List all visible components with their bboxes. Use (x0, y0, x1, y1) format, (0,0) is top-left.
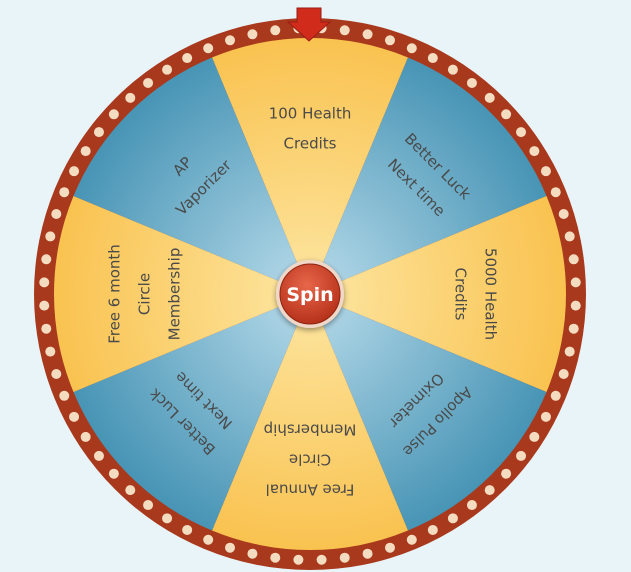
wheel-segment-7 (54, 196, 310, 392)
rim-light (529, 431, 540, 442)
rim-light (550, 390, 561, 401)
rim-light (80, 146, 91, 157)
rim-light (558, 368, 569, 379)
rim-light (59, 187, 70, 198)
rim-light (484, 485, 495, 496)
wheel-segment-5 (212, 294, 408, 550)
pointer-arrow-icon (286, 7, 332, 42)
rim-light (182, 524, 193, 535)
rim-light (247, 29, 258, 40)
rim-light (570, 300, 581, 311)
rim-light (247, 548, 258, 559)
segment-label: Membership (166, 248, 184, 341)
wheel-segment-4 (310, 294, 547, 531)
rim-light (406, 43, 417, 54)
rim-light (162, 513, 173, 524)
rim-light (540, 166, 551, 177)
rim-light (143, 500, 154, 511)
rim-light (41, 254, 52, 265)
wheel-segments (54, 38, 566, 550)
rim-light (427, 524, 438, 535)
rim-light (484, 92, 495, 103)
segment-label-group-3: 5000 Health Credits (452, 248, 500, 340)
rim-light (447, 513, 458, 524)
rim-light (550, 187, 561, 198)
rim-light (339, 552, 350, 563)
segment-label: Circle (136, 273, 154, 315)
rim-light (501, 109, 512, 120)
rim-light (362, 29, 373, 40)
rim-light (80, 431, 91, 442)
rim-lights (39, 23, 581, 565)
wheel-segment-1 (212, 38, 408, 295)
rim-light (182, 53, 193, 64)
segment-label: Circle (289, 451, 331, 469)
rim-light (466, 500, 477, 511)
rim-light (143, 77, 154, 88)
rim-light (529, 146, 540, 157)
rim-light (225, 542, 236, 553)
segment-label-group-5: Free Annual Circle Membership (264, 421, 357, 499)
rim-light (59, 390, 70, 401)
rim-light (162, 64, 173, 75)
rim-light (339, 25, 350, 36)
rim-light (203, 534, 214, 545)
segment-label: Credits (284, 135, 337, 153)
rim-light (362, 548, 373, 559)
wheel-segment-6 (73, 294, 311, 531)
rim-light (384, 542, 395, 553)
rim-light (570, 277, 581, 288)
segment-label: 100 Health (269, 105, 352, 123)
rim-light (316, 554, 327, 565)
rim-light (108, 468, 119, 479)
rim-light (51, 368, 62, 379)
rim-light (45, 231, 56, 242)
segment-label-group-7: Free 6 month Circle Membership (106, 244, 184, 344)
rim-light (203, 43, 214, 54)
segment-label: Free Annual (266, 481, 355, 499)
wheel-segment-3 (310, 196, 566, 392)
rim-light (125, 92, 136, 103)
rim-light (69, 166, 80, 177)
rim-light (568, 323, 579, 334)
rim-light (108, 109, 119, 120)
rim-light (558, 209, 569, 220)
rim-light (540, 411, 551, 422)
rim-light (93, 127, 104, 138)
rim-light (41, 323, 52, 334)
segment-label: Membership (264, 421, 357, 439)
segment-label: Free 6 month (106, 244, 124, 344)
wheel-segment-8 (73, 57, 311, 294)
rim-light (501, 468, 512, 479)
rim-light (427, 53, 438, 64)
rim-light (564, 346, 575, 357)
wheel-segment-2 (310, 57, 547, 294)
rim-light (564, 231, 575, 242)
rim-light (406, 534, 417, 545)
rim-light (125, 485, 136, 496)
rim-light (93, 450, 104, 461)
rim-light (225, 35, 236, 46)
rim-light (516, 450, 527, 461)
rim-light (69, 411, 80, 422)
rim-light (516, 127, 527, 138)
rim-light (384, 35, 395, 46)
rim-light (270, 552, 281, 563)
rim-light (270, 25, 281, 36)
spin-button[interactable]: Spin (276, 260, 344, 328)
rim-light (466, 77, 477, 88)
segment-label: 5000 Health (482, 248, 500, 340)
segment-label: Credits (452, 268, 470, 321)
spin-button-label: Spin (286, 284, 333, 306)
rim-light (293, 554, 304, 565)
rim-light (568, 254, 579, 265)
rim-light (39, 277, 50, 288)
rim-light (39, 300, 50, 311)
rim-light (447, 64, 458, 75)
rim-light (51, 209, 62, 220)
rim-light (45, 346, 56, 357)
